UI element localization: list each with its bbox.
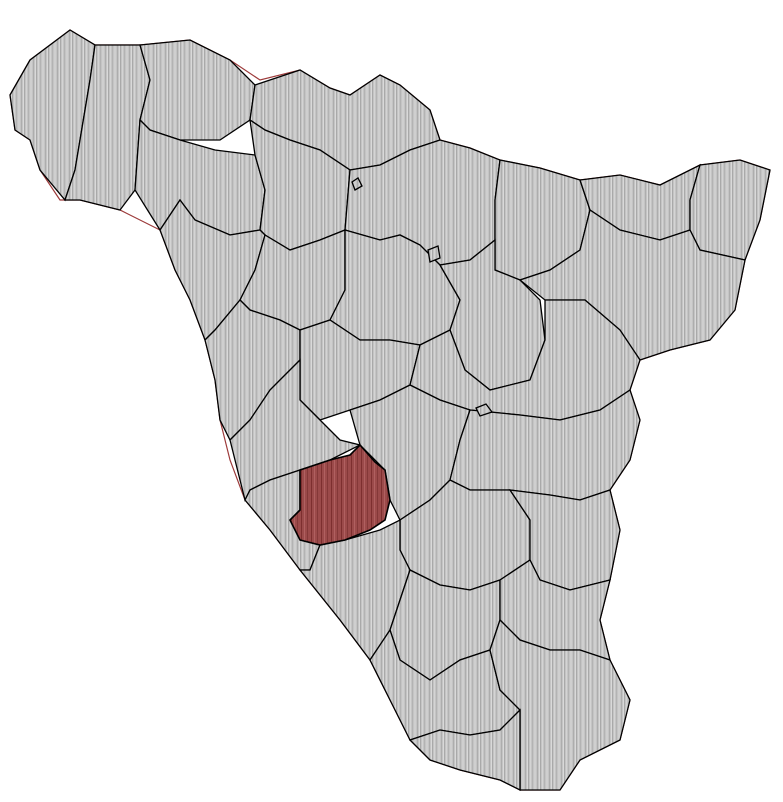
lake-feature-3 bbox=[475, 403, 494, 417]
district-10 bbox=[689, 159, 771, 261]
district-31 bbox=[408, 708, 521, 792]
highlighted-district[interactable] bbox=[289, 443, 391, 546]
lake-feature-1 bbox=[351, 177, 363, 191]
district-3 bbox=[139, 39, 256, 141]
lake-feature-2 bbox=[427, 245, 441, 263]
